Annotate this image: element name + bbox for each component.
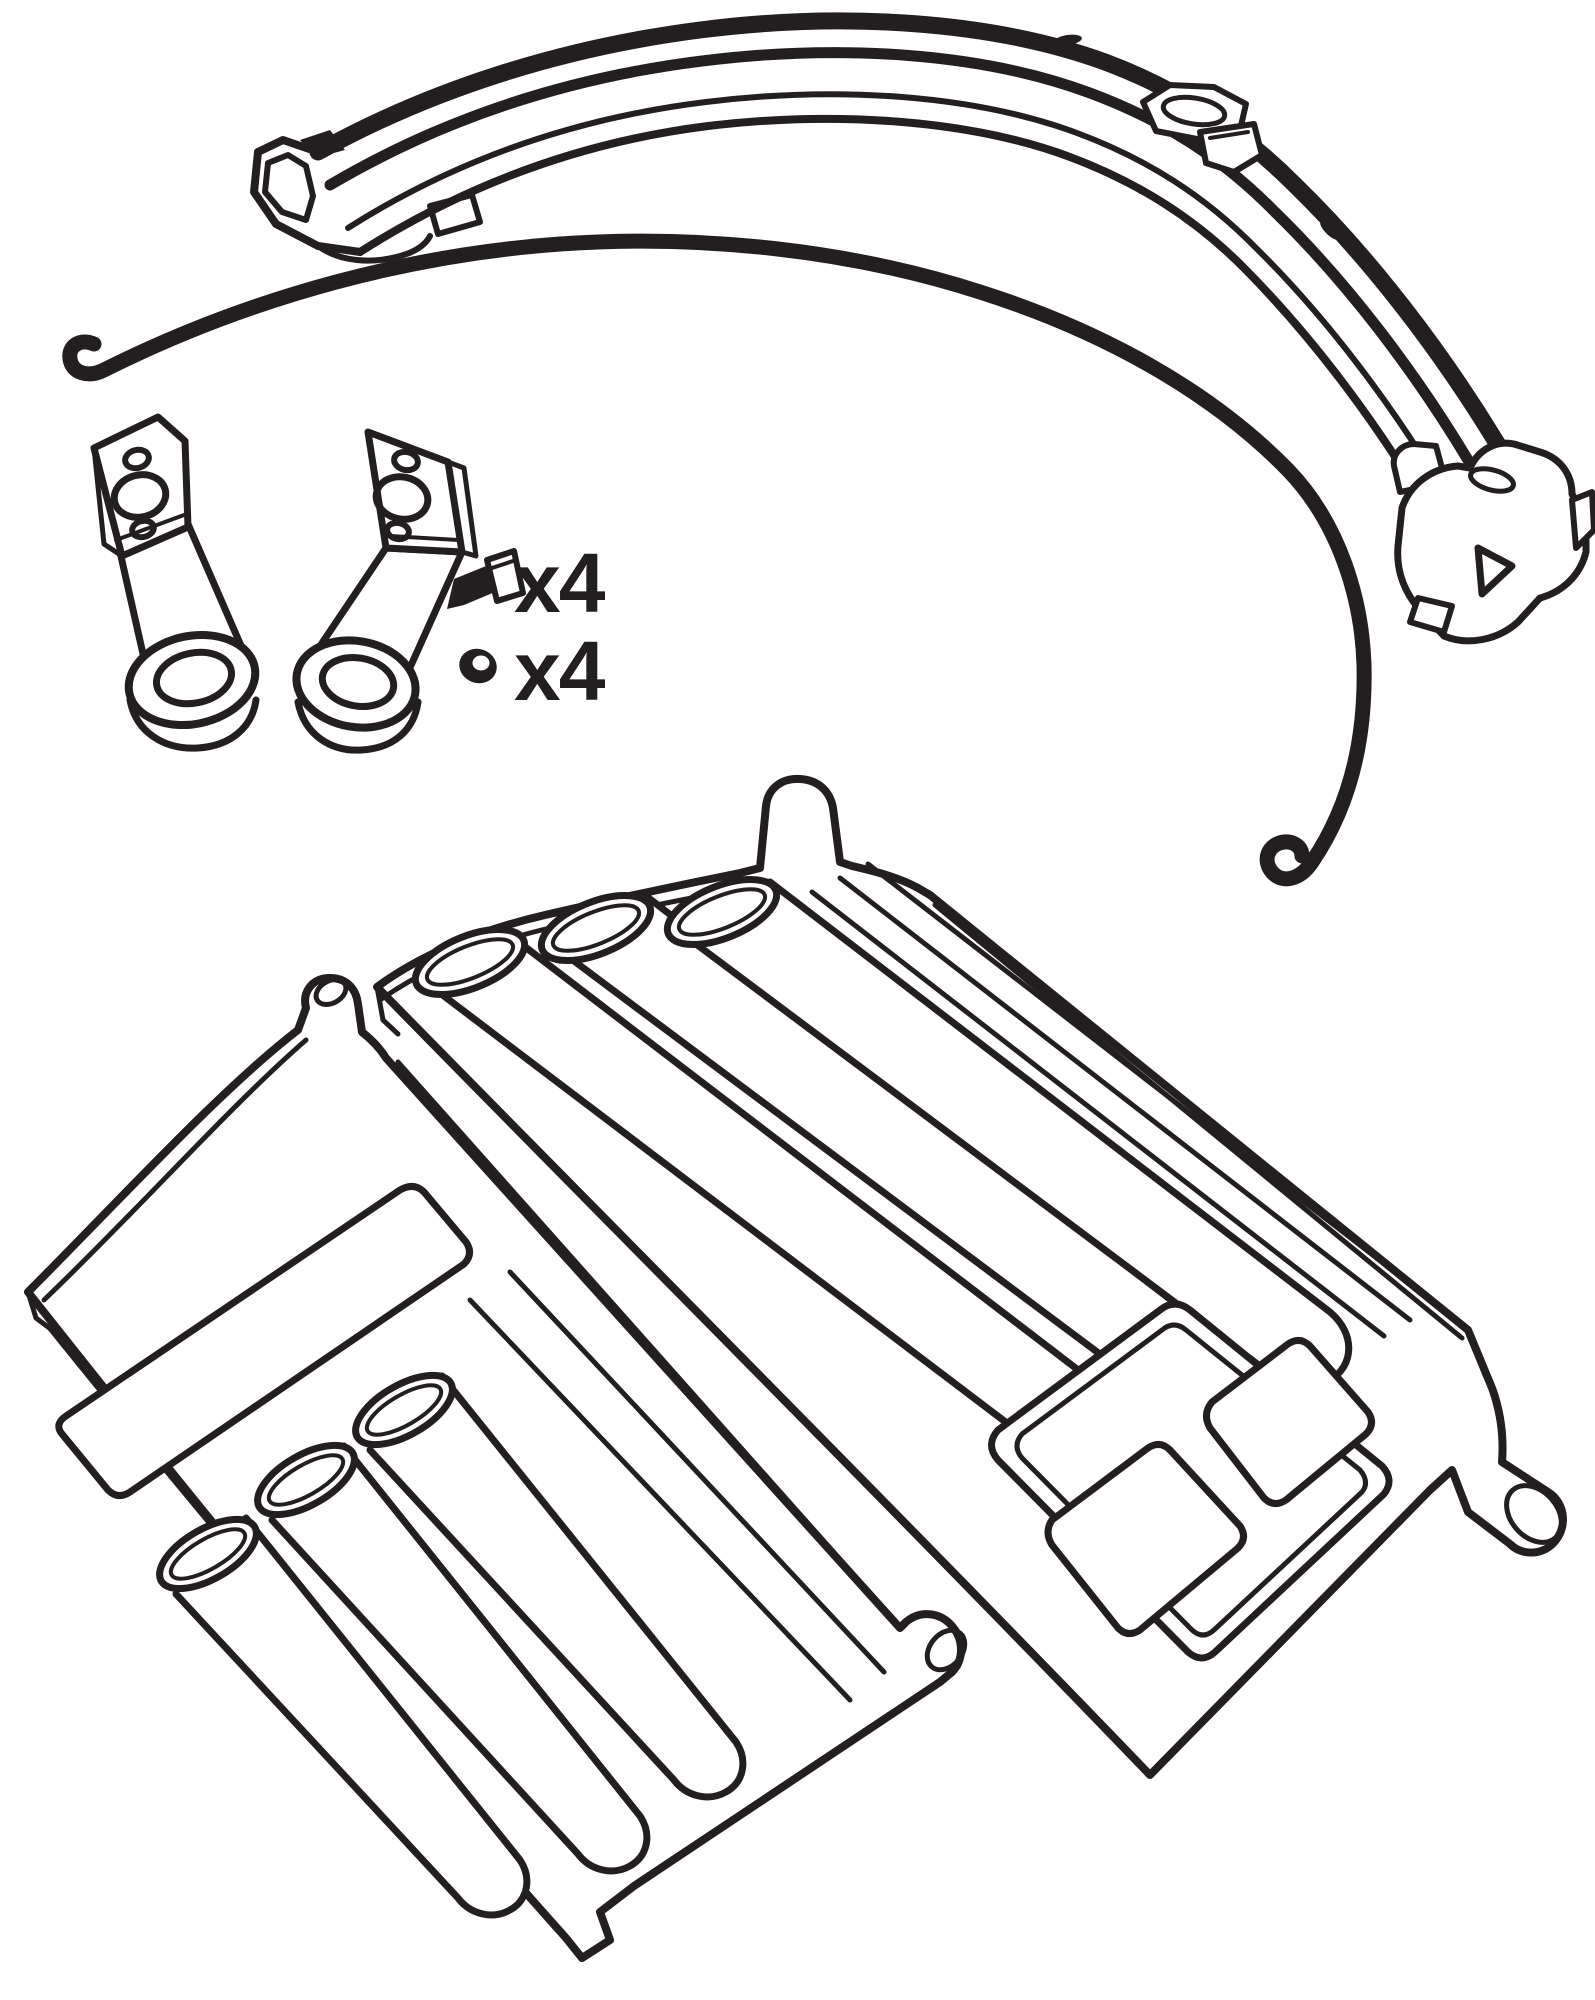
bracket2-ring-hole: [318, 654, 398, 710]
latch-triangle-notch: [1474, 544, 1516, 598]
lower-tube-mouth-1-inner: [168, 1527, 248, 1581]
lower-panel-ne-band: [395, 1059, 897, 1623]
frame-outer-edge: [309, 12, 1567, 569]
frame-bow-icon: [250, 12, 1595, 645]
bracket1-hole-bottom: [129, 517, 157, 541]
bracket2-hole-big: [372, 473, 432, 523]
bracket1-hole-big: [110, 471, 170, 521]
washer-quantity-label: x4: [514, 624, 606, 718]
latch-top-slot: [1468, 466, 1516, 494]
clip-tab: [1197, 121, 1265, 175]
handle-bezel-inner: [1014, 1322, 1368, 1638]
bracket1-fold-line: [114, 513, 186, 542]
upper-panel-latch-handle: [988, 1300, 1393, 1662]
upper-rail-2: [837, 875, 1413, 1323]
lower-tube-mouth-3: [352, 1371, 456, 1449]
bracket1-hole-top: [122, 446, 152, 472]
lower-tube-1: [172, 1514, 531, 1919]
clip-oval: [1160, 94, 1228, 128]
handle-window-left: [1044, 1441, 1247, 1637]
lower-tube-mouth-2-inner: [266, 1453, 346, 1507]
upper-tube-mouth-3-inner: [676, 887, 768, 937]
bracket2-hole-top: [391, 448, 421, 474]
washer-icon: [459, 648, 497, 684]
lower-rail-1: [467, 1297, 853, 1703]
upper-rail-1: [809, 889, 1387, 1339]
upper-tube-mouth-2: [537, 892, 655, 964]
lower-panel-slot: [55, 1183, 473, 1499]
frame-slot-hole: [1054, 34, 1082, 46]
lower-panel-top-peg-cap: [313, 977, 349, 1007]
screw-quantity-label: x4: [514, 536, 606, 630]
upper-tube-mouth-3: [663, 876, 781, 948]
lower-tube-mouth-2: [254, 1441, 358, 1519]
upper-tube-mouth-1: [411, 926, 529, 998]
frame-left-nose: [315, 233, 433, 264]
upper-tube-mouth-2-inner: [550, 903, 642, 953]
slatted-panel-icon-upper: [373, 774, 1567, 1779]
bracket2-hole-bottom: [384, 519, 412, 543]
screw-icon: [447, 548, 526, 609]
lower-panel-right-peg-cap: [924, 1627, 968, 1673]
screw-head: [484, 548, 526, 604]
upper-rail-3: [865, 861, 1439, 1307]
bracket2-ring-lip: [294, 698, 422, 754]
latch-lower-window: [1407, 595, 1455, 635]
bracket1-side-facet: [91, 445, 125, 559]
frame-left-cap-notch: [262, 152, 316, 223]
tension-rod-outline: [62, 233, 1372, 887]
bracket1-ring-lip: [126, 696, 260, 752]
upper-panel-foot-cap: [1504, 1483, 1564, 1545]
frame-left-cap-wedge: [300, 130, 345, 158]
tension-rod-highlight: [66, 237, 1368, 883]
lower-panel-top-band: [41, 1037, 309, 1303]
lower-tube-3: [366, 1372, 747, 1801]
bracket2-side-facet: [445, 459, 479, 559]
bracket-icon-right: [292, 428, 479, 754]
lower-rail-2: [507, 1269, 887, 1675]
upper-tube-mouth-1-inner: [424, 937, 516, 987]
bracket-icon-left: [90, 413, 260, 752]
frame-end-latch-icon: [1390, 439, 1595, 645]
handle-window-right: [1203, 1337, 1375, 1507]
frame-center-clip-icon: [1140, 82, 1265, 175]
slatted-panel-icon-lower: [24, 974, 968, 1962]
lower-tube-mouth-1: [156, 1515, 260, 1593]
tension-rod-icon: [62, 233, 1372, 887]
lower-tube-mouth-3-inner: [364, 1383, 444, 1437]
frame-slot-hole-2: [1320, 220, 1340, 240]
latch-right-wing: [1569, 489, 1595, 551]
screw-head-line: [490, 558, 518, 570]
upper-panel-corner-facet: [374, 984, 401, 1037]
frame-upper-inner-line: [324, 47, 1528, 571]
clip-tab-line: [1208, 130, 1250, 140]
latch-finger-tab: [1390, 441, 1445, 495]
bracket2-plate: [364, 428, 466, 556]
frame-left-window: [427, 192, 483, 237]
lower-tube-2: [268, 1442, 651, 1875]
washer-hole: [472, 655, 490, 671]
bracket1-ring-hole: [152, 648, 236, 708]
